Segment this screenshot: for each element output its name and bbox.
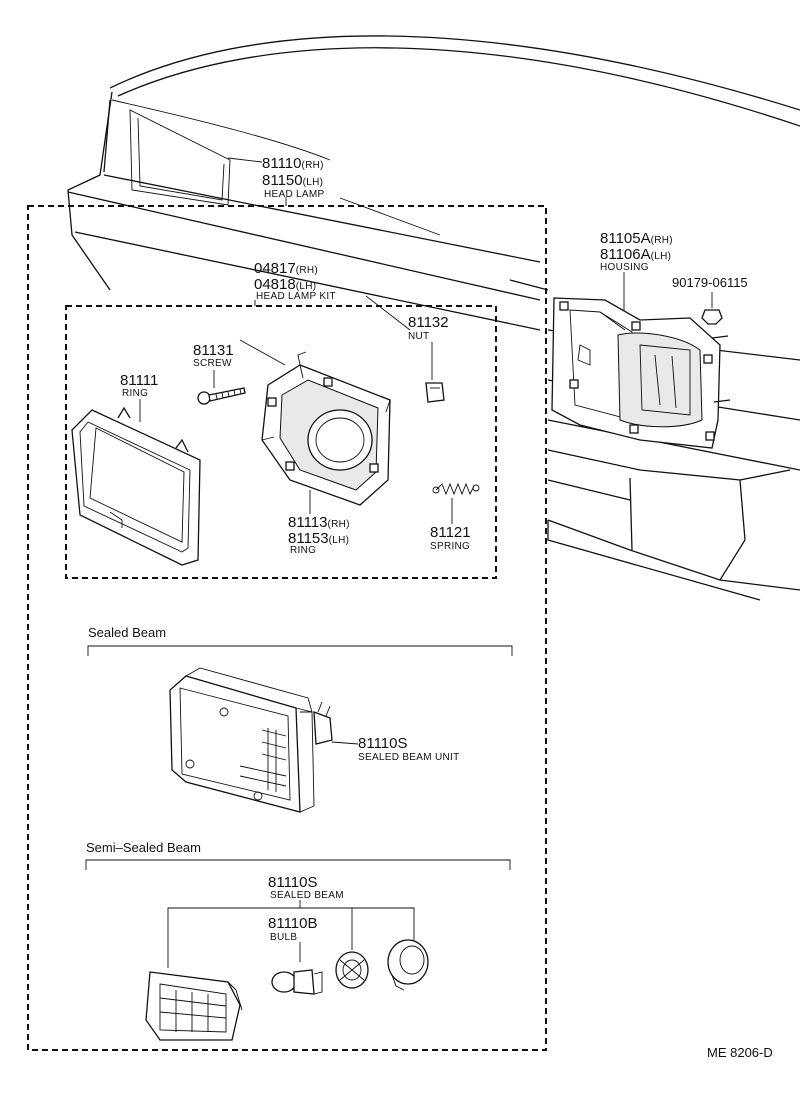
diagram-code: ME 8206-D xyxy=(707,1045,773,1060)
spring-number: 81121 xyxy=(430,524,471,541)
housing-part xyxy=(551,297,731,449)
head-lamp-callout: 81110(RH) 81150(LH) HEAD LAMP xyxy=(227,155,441,236)
svg-text:81110(RH): 81110(RH) xyxy=(262,155,324,172)
svg-text:81153(LH): 81153(LH) xyxy=(288,530,349,547)
svg-text:04818(LH): 04818(LH) xyxy=(254,276,316,293)
spring-name: SPRING xyxy=(430,541,470,552)
head-lamp-kit-lh-suffix: (LH) xyxy=(296,281,317,292)
screw-callout: 81131 SCREW xyxy=(193,339,286,405)
bolt-number: 90179-06115 xyxy=(672,275,748,290)
spring-icon xyxy=(432,482,480,496)
inner-ring-lh-number: 81153 xyxy=(288,530,329,547)
housing-lh-number: 81106A xyxy=(600,246,651,263)
spring-callout: 81121 SPRING xyxy=(430,482,480,552)
svg-text:81113(RH): 81113(RH) xyxy=(288,514,350,531)
housing-name: HOUSING xyxy=(600,262,649,273)
outer-ring-callout: 81111 RING xyxy=(120,372,158,422)
semi-sealed-beam-name: SEALED BEAM xyxy=(270,890,344,901)
semi-sealed-beam-section: Semi–Sealed Beam 81110S SEALED BEAM 8111… xyxy=(85,840,511,1041)
svg-text:04817(RH): 04817(RH) xyxy=(254,260,318,277)
nut-callout: 81132 NUT xyxy=(408,314,449,403)
bolt-callout: 90179-06115 xyxy=(672,275,748,325)
nut-name: NUT xyxy=(408,331,429,342)
inner-ring-rh-number: 81113 xyxy=(288,514,328,531)
sealed-beam-heading: Sealed Beam xyxy=(88,625,166,640)
head-lamp-kit-boundary xyxy=(65,305,497,579)
head-lamp-lh-suffix: (LH) xyxy=(303,177,324,188)
nut-number: 81132 xyxy=(408,314,449,331)
bulb-number: 81110B xyxy=(268,915,318,932)
outer-ring-part xyxy=(71,406,201,566)
bulb-icon xyxy=(271,969,323,995)
head-lamp-kit-callout: 04817(RH) 04818(LH) HEAD LAMP KIT xyxy=(254,260,411,331)
housing-lh-suffix: (LH) xyxy=(651,251,672,262)
head-lamp-rh-number: 81110 xyxy=(262,155,302,172)
housing-rh-number: 81105A xyxy=(600,230,651,247)
svg-text:81105A(RH): 81105A(RH) xyxy=(600,230,673,247)
head-lamp-lh-number: 81150 xyxy=(262,172,303,189)
head-lamp-kit-rh-number: 04817 xyxy=(254,260,296,277)
head-lamp-kit-name: HEAD LAMP KIT xyxy=(256,291,336,302)
head-lamp-kit-lh-number: 04818 xyxy=(254,276,296,293)
outer-ring-number: 81111 xyxy=(120,372,158,389)
svg-text:81150(LH): 81150(LH) xyxy=(262,172,323,189)
head-lamp-assembly-boundary xyxy=(27,205,547,1051)
svg-text:81106A(LH): 81106A(LH) xyxy=(600,246,671,263)
head-lamp-name: HEAD LAMP xyxy=(264,189,325,200)
sealed-beam-section: Sealed Beam 81110S SEALED BEAM UNIT xyxy=(87,625,513,813)
bolt-nut-icon xyxy=(701,309,723,325)
inner-ring-part xyxy=(261,351,391,506)
screw-icon xyxy=(197,387,246,405)
dust-cover-icon xyxy=(387,939,429,991)
screw-name: SCREW xyxy=(193,358,232,369)
sealed-beam-unit-name: SEALED BEAM UNIT xyxy=(358,752,460,763)
head-lamp-kit-rh-suffix: (RH) xyxy=(296,265,318,276)
inner-ring-rh-suffix: (RH) xyxy=(328,519,350,530)
semi-sealed-beam-heading: Semi–Sealed Beam xyxy=(86,840,201,855)
bulb-name: BULB xyxy=(270,932,297,943)
housing-rh-suffix: (RH) xyxy=(651,235,673,246)
head-lamp-rh-suffix: (RH) xyxy=(302,160,324,171)
inner-ring-lh-suffix: (LH) xyxy=(329,535,350,546)
screw-number: 81131 xyxy=(193,342,234,359)
inner-ring-callout: 81113(RH) 81153(LH) RING xyxy=(288,490,350,556)
housing-callout: 81105A(RH) 81106A(LH) HOUSING xyxy=(600,230,673,315)
outer-ring-name: RING xyxy=(122,388,148,399)
semi-sealed-beam-number: 81110S xyxy=(268,874,318,891)
sealed-beam-unit-number: 81110S xyxy=(358,735,408,752)
inner-ring-name: RING xyxy=(290,545,316,556)
bulb-socket-icon xyxy=(335,951,369,989)
sealed-beam-unit-part xyxy=(169,667,333,813)
clip-nut-icon xyxy=(425,382,445,403)
semi-sealed-lamp-part xyxy=(145,971,243,1041)
